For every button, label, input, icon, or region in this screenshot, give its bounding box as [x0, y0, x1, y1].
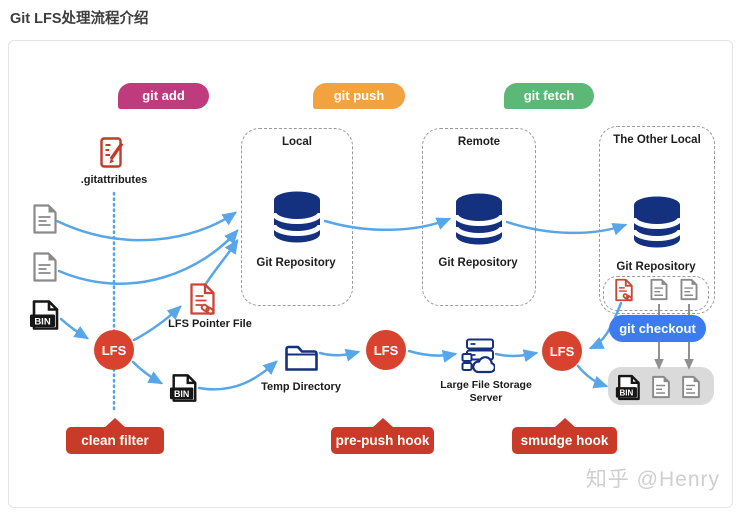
arrow-bin2-to-temp-directory [197, 360, 278, 391]
bin-badge-2: BIN [174, 389, 189, 399]
arrow-temp-to-lfs2 [318, 348, 361, 362]
lfs-circle-prepush: LFS [366, 330, 406, 370]
lfs-pointer-file-icon-small [615, 278, 633, 302]
database-icon-remote [453, 193, 505, 245]
document-icon-3 [650, 278, 668, 301]
page-title: Git LFS处理流程介绍 [10, 11, 149, 27]
zone-other-local: The Other Local [599, 126, 715, 314]
smudge-hook-banner: smudge hook [512, 418, 617, 454]
git-add-pill: git add [118, 83, 209, 109]
arrow-remote-to-other-repo [505, 220, 628, 236]
temp-directory-label: Temp Directory [261, 381, 341, 393]
arrow-file1-to-local-repo [55, 211, 238, 242]
diagram-panel: Local Remote The Other Local [8, 40, 733, 508]
arrow-local-to-remote-repo [323, 217, 452, 231]
clean-filter-banner: clean filter [66, 418, 164, 454]
document-icon-6 [682, 375, 700, 399]
folder-icon [285, 345, 318, 371]
lfs-server-label-line1: Large File Storage [440, 379, 532, 391]
zone-local-title: Local [281, 136, 313, 148]
arrow-file2-to-local-repo [57, 229, 239, 285]
zone-other-local-title: The Other Local [613, 134, 701, 146]
lfs-server-label-line2: Server [469, 392, 503, 405]
bin-file-icon-3: BIN [615, 374, 640, 401]
lfs-circle-clean: LFS [94, 330, 134, 370]
document-icon-2 [33, 252, 57, 282]
arrow-lfs3-to-bin3 [576, 364, 609, 389]
repo-label-remote: Git Repository [438, 257, 518, 269]
arrow-server-to-lfs3 [494, 349, 539, 362]
document-icon-4 [680, 278, 698, 301]
checked-in-files-box [603, 276, 709, 311]
zone-local: Local [241, 128, 353, 306]
storage-server-icon [461, 338, 495, 374]
watermark: 知乎 @Henry [585, 468, 720, 491]
arrow-lfs1-to-bin2 [131, 360, 164, 385]
git-fetch-pill: git fetch [504, 83, 594, 109]
git-push-pill: git push [313, 83, 405, 109]
arrow-bin-to-lfs1 [59, 317, 90, 340]
arrow-pointer-to-lfs3 [588, 301, 623, 350]
lfs-pointer-file-icon [190, 283, 215, 316]
gitattributes-label: .gitattributes [80, 174, 148, 186]
document-icon-5 [652, 375, 670, 399]
database-icon-other-local [631, 196, 683, 248]
zone-remote-title: Remote [457, 136, 501, 148]
git-checkout-pill: git checkout [609, 315, 706, 342]
arrow-lfs1-to-pointer-file [132, 305, 182, 342]
lfs-circle-smudge: LFS [542, 331, 582, 371]
document-icon-1 [33, 204, 57, 234]
bin-file-icon-2: BIN [169, 374, 197, 402]
bin-badge-1: BIN [34, 317, 51, 328]
pre-push-hook-banner: pre-push hook [331, 418, 434, 454]
flow-arrows-layer [55, 191, 694, 415]
zone-remote: Remote [422, 128, 536, 306]
arrow-lfs2-to-server [407, 349, 458, 363]
gitattributes-file-icon [100, 137, 124, 168]
arrow-pointer-to-local-repo [203, 238, 239, 287]
repo-label-local: Git Repository [256, 257, 336, 269]
bin-file-icon-1: BIN [30, 300, 59, 330]
lfs-pointer-file-label: LFS Pointer File [168, 318, 252, 330]
bin-badge-3: BIN [620, 389, 634, 398]
database-icon-local [271, 191, 323, 243]
repo-label-other-local: Git Repository [616, 261, 696, 273]
